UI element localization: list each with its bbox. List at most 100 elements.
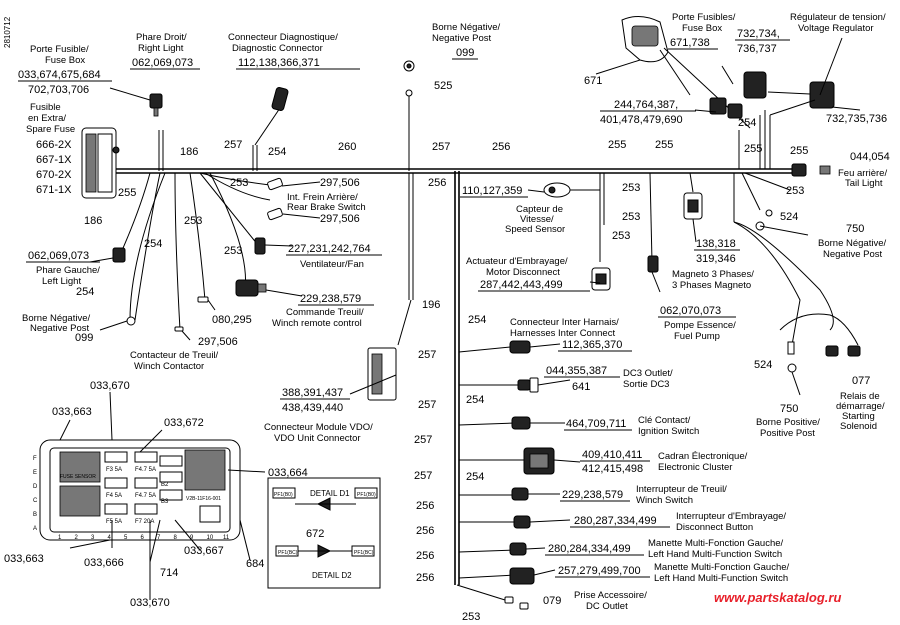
- relays-icon: [709, 97, 743, 119]
- winch-ctrl-2: Winch remote control: [272, 318, 362, 329]
- wire-code: 256: [492, 141, 510, 153]
- neg-post-left-2: Negative Post: [30, 323, 90, 334]
- fuse-box-col-index: 7: [157, 535, 161, 541]
- neg-post-top-2: Negative Post: [432, 33, 492, 44]
- fuse-box-left-icon: [81, 127, 120, 199]
- detail-672: 672: [306, 528, 324, 540]
- magneto-connector-icon: [683, 192, 703, 220]
- fuse-f4: F4 5A: [106, 493, 122, 499]
- vdo-nums-2: 438,439,440: [282, 402, 343, 414]
- wire-code: 186: [84, 215, 102, 227]
- ign-nums: 464,709,711: [566, 418, 626, 430]
- fuse-box-col-index: 10: [207, 535, 214, 541]
- pos-post-2: Positive Post: [760, 428, 815, 439]
- wire-code: 257: [414, 434, 432, 446]
- wire-code: 254: [144, 238, 162, 250]
- fuel-2: Fuel Pump: [674, 331, 720, 342]
- neg-post-right-1: Borne Négative/: [818, 238, 886, 249]
- negative-post-top-icon: [403, 60, 415, 97]
- motor-disc-1: Actuateur d'Embrayage/: [466, 256, 568, 267]
- rear-brake-1: Int. Frein Arrière/: [287, 192, 358, 203]
- lh-switch-2-icon: [509, 567, 535, 585]
- fb-714: 714: [160, 567, 178, 579]
- wire-code: 254: [468, 314, 486, 326]
- wire-code: 253: [224, 245, 242, 257]
- wire-code: 253: [230, 177, 248, 189]
- magneto-nums-2: 319,346: [696, 253, 736, 265]
- cluster-1: Cadran Électronique/: [658, 451, 748, 462]
- fuse-box-col-index: 3: [91, 535, 95, 541]
- fb-033-663b: 033,663: [4, 553, 44, 565]
- tail-light-2: Tail Light: [845, 178, 883, 189]
- wire-code: 256: [428, 177, 446, 189]
- fuse-f4b: F4.7 5A: [135, 493, 156, 499]
- winch-ctrl-1: Commande Treuil/: [286, 307, 364, 318]
- winch-ctrl-nums: 229,238,579: [300, 293, 361, 305]
- fuse-box-col-index: 1: [58, 535, 62, 541]
- num-641: 641: [572, 381, 590, 393]
- num-099b: 099: [75, 332, 93, 344]
- fuse-box-col-index: 2: [75, 535, 79, 541]
- dc-outlet-icon: [504, 596, 529, 610]
- fuse-b2: B2: [161, 482, 169, 488]
- negative-post-left-icon: [126, 316, 136, 326]
- wire-code: 253: [184, 215, 202, 227]
- tail-light-nums: 044,054: [850, 151, 890, 163]
- wire-code: 253: [622, 211, 640, 223]
- wire-code: 254: [76, 286, 94, 298]
- wire-code-labels: 186 257 260 257 256 255 255 254 255 255 …: [76, 80, 808, 623]
- fuse-box-left-label-2: Fuse Box: [45, 55, 85, 66]
- fuse-box-col-index: 6: [141, 535, 145, 541]
- fuse-box-col-index: 8: [174, 535, 178, 541]
- winch-contactor-lead-icon: [174, 326, 184, 332]
- dc3-outlet-icon: [517, 377, 539, 393]
- lh-nums-1: 280,284,334,499: [548, 543, 631, 555]
- ign-2: Ignition Switch: [638, 426, 699, 437]
- electronic-cluster-icon: [523, 447, 555, 475]
- document-id: 2810712: [3, 16, 12, 48]
- motor-disconnect-icon: [591, 267, 611, 291]
- fb-033-672: 033,672: [164, 417, 204, 429]
- speed-nums: 110,127,359: [462, 185, 522, 197]
- spare-fuse-2: en Extra/: [28, 113, 66, 124]
- disc-btn-nums: 280,287,334,499: [574, 515, 657, 527]
- motor-disc-nums: 287,442,443,499: [480, 279, 563, 291]
- rear-brake-nums-2: 297,506: [320, 213, 360, 225]
- harness-1: Connecteur Inter Harnais/: [510, 317, 619, 328]
- num-079a: 079: [543, 595, 561, 607]
- reg-nums-1: 732,734,: [737, 28, 780, 40]
- cluster-2: Electronic Cluster: [658, 462, 732, 473]
- motor-disc-2: Motor Disconnect: [486, 267, 560, 278]
- neg-post-right-2: Negative Post: [823, 249, 883, 260]
- spare-num-0: 666-2X: [36, 139, 72, 151]
- wire-code: 256: [416, 525, 434, 537]
- num-297: 297,506: [198, 336, 238, 348]
- reg-nums-2: 736,737: [737, 43, 777, 55]
- winch-contactor-2: Winch Contactor: [134, 361, 204, 372]
- fb-033-664: 033,664: [268, 467, 308, 479]
- fuse-box-col-index: 5: [124, 535, 128, 541]
- wire-code: 196: [422, 299, 440, 311]
- rear-brake-nums-1: 297,506: [320, 177, 360, 189]
- magneto-1: Magneto 3 Phases/: [672, 269, 754, 280]
- fuse-box-left-nums-2: 702,703,706: [28, 84, 89, 96]
- wire-code: 255: [608, 139, 626, 151]
- right-light-1: Phare Droit/: [136, 32, 187, 43]
- dc3-2: Sortie DC3: [623, 379, 669, 390]
- cluster-nums-1: 409,410,411: [582, 449, 642, 461]
- winch-switch-icon: [511, 487, 529, 501]
- fuse-box-col-index: 9: [190, 535, 194, 541]
- magneto-2: 3 Phases Magneto: [672, 280, 751, 291]
- diag-1: Connecteur Diagnostique/: [228, 32, 338, 43]
- diagnostic-connector-icon: [271, 86, 289, 112]
- diode-detail-panel: [267, 477, 381, 589]
- fb-033-670a: 033,670: [90, 380, 130, 392]
- wire-code: 525: [434, 80, 452, 92]
- num-750a: 750: [846, 223, 864, 235]
- leader-lines: [59, 37, 861, 600]
- fuse-box-col-index: 11: [223, 535, 230, 541]
- spare-num-3: 671-1X: [36, 184, 72, 196]
- wire-code: 257: [432, 141, 450, 153]
- reg-nums-3: 732,735,736: [826, 113, 887, 125]
